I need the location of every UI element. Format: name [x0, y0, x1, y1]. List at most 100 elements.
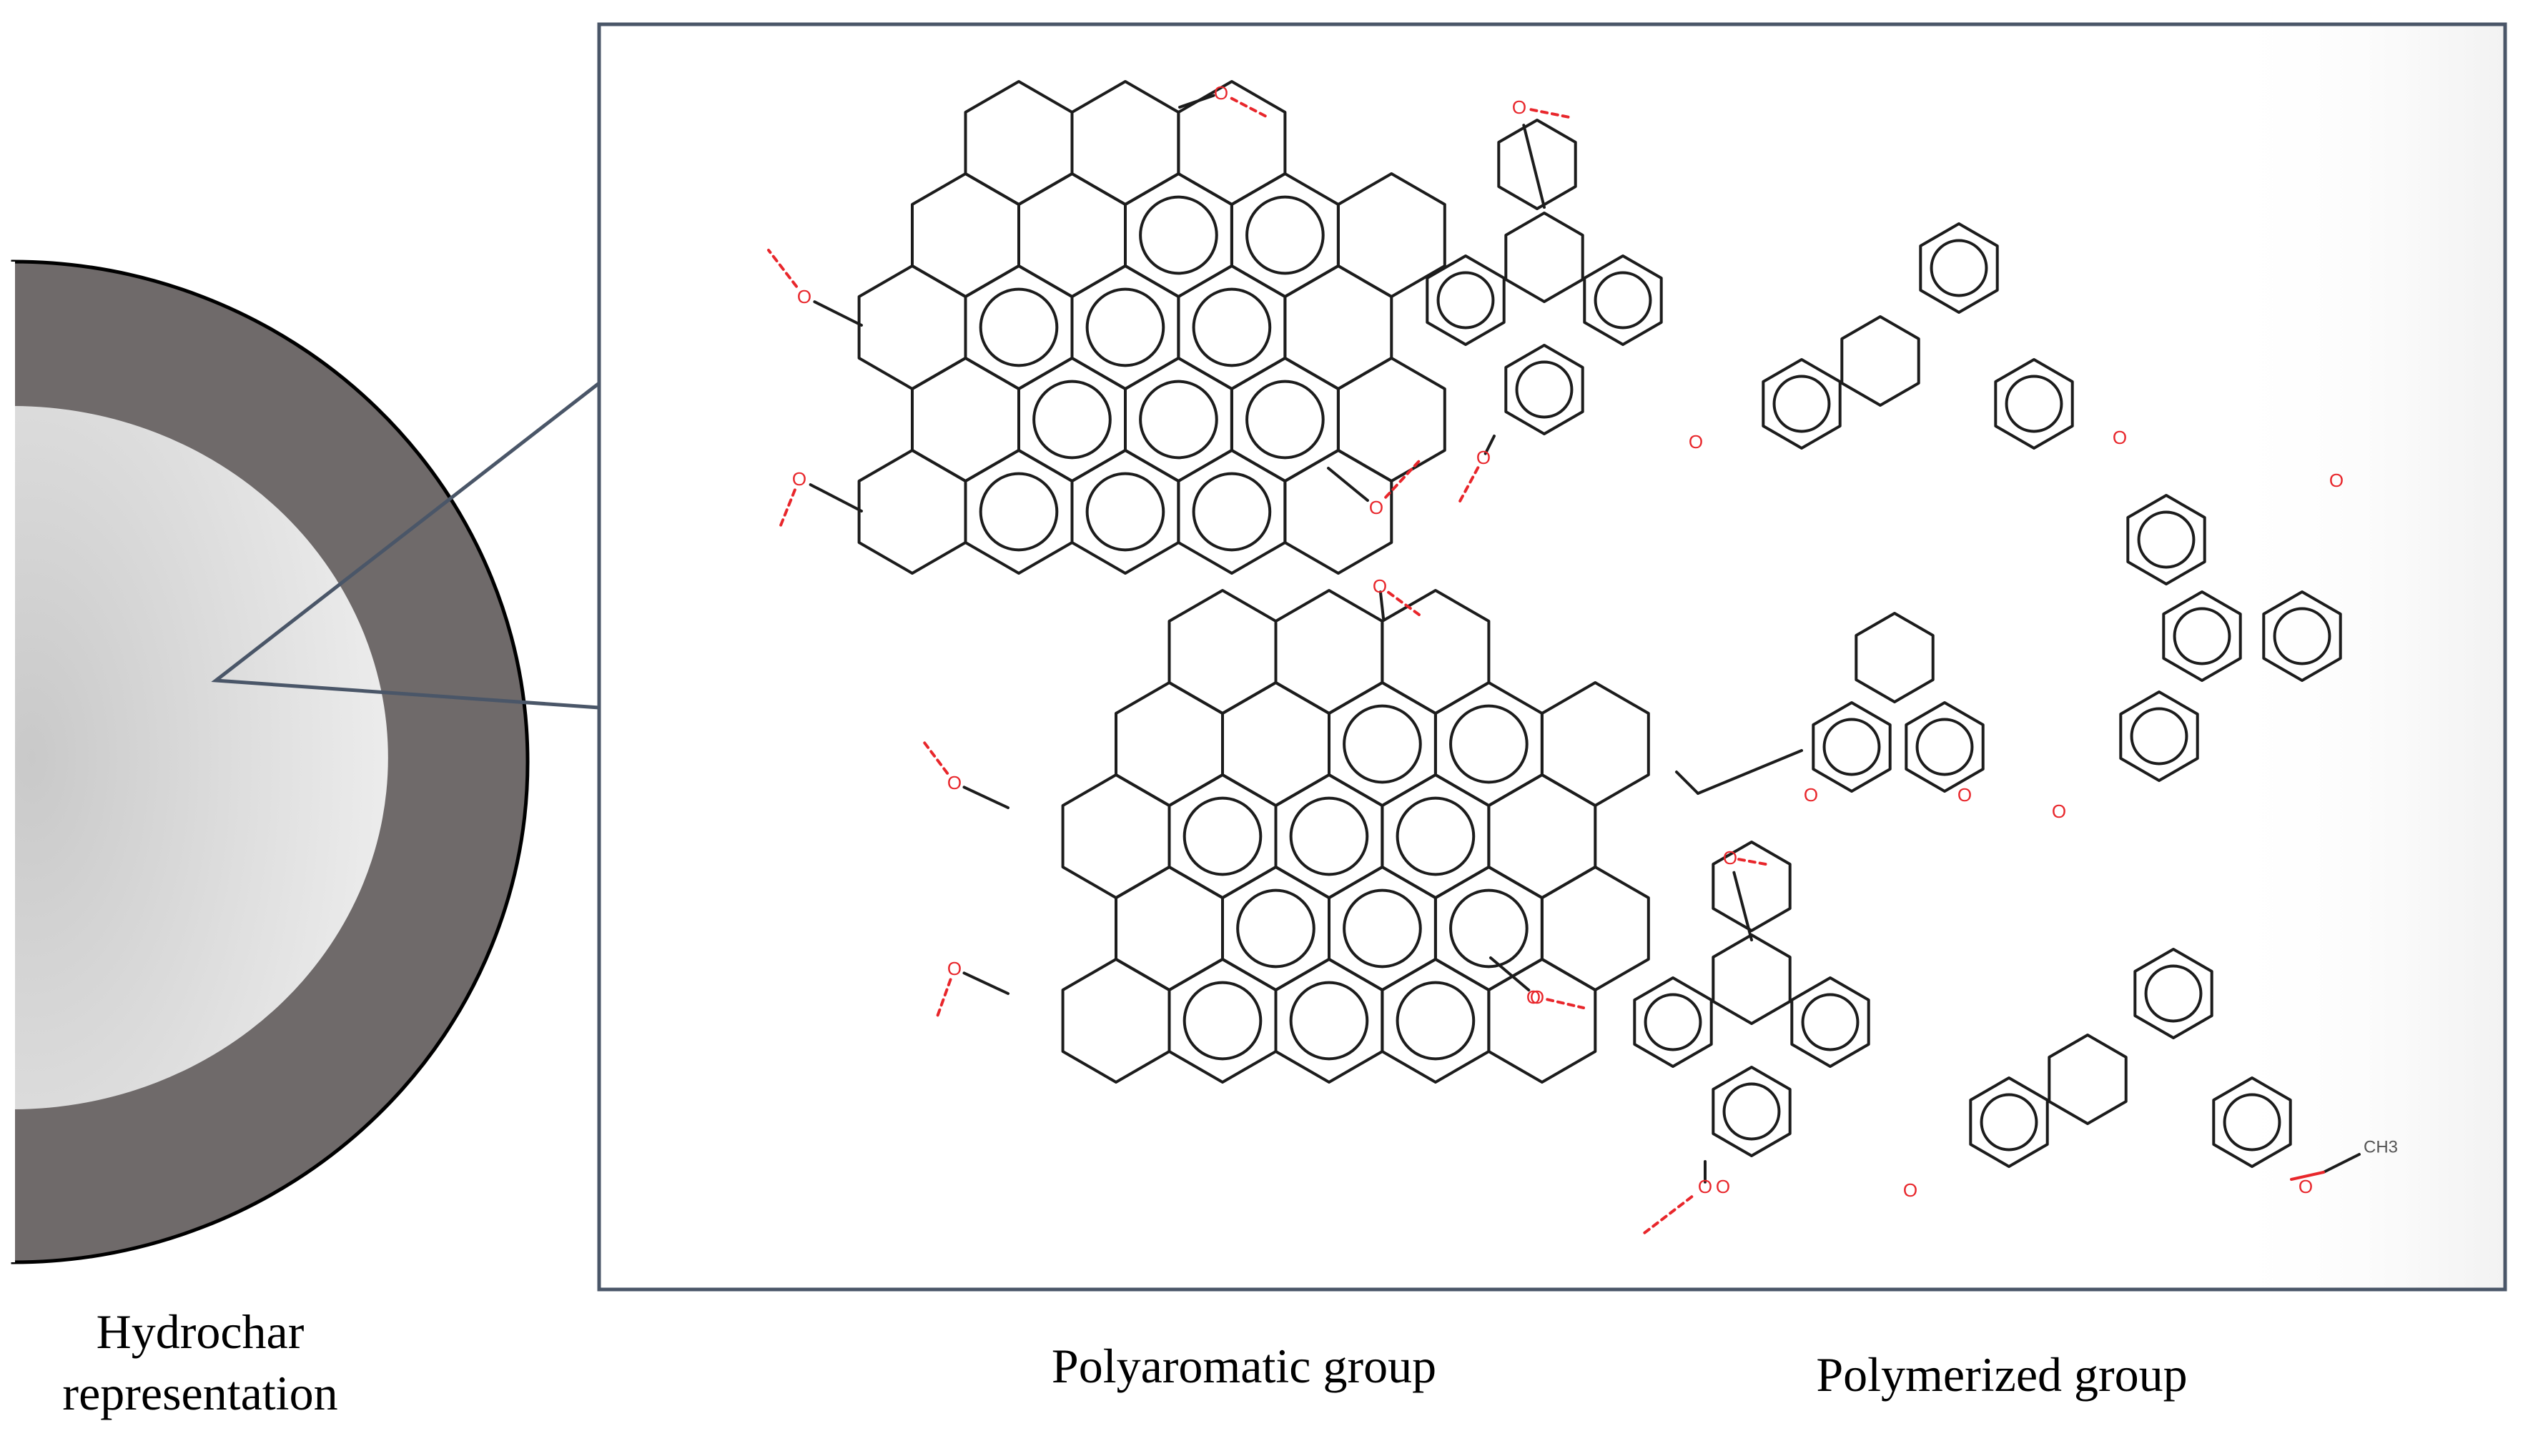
bond [962, 786, 1009, 809]
polymer-ring [1712, 933, 1792, 1025]
aromatic-ring-circle [1289, 796, 1369, 876]
oxygen-atom-label: O [1804, 784, 1818, 806]
hydrochar-particle [11, 259, 530, 1264]
aromatic-ring-circle [2223, 1093, 2281, 1152]
aromatic-ring-circle [1032, 380, 1112, 460]
oxygen-atom-label: O [1373, 575, 1387, 597]
oxygen-atom-label: O [2113, 427, 2127, 448]
magnified-frame-bg [599, 24, 2505, 1289]
dashed-bond [767, 249, 798, 288]
oxygen-atom-label: O [1214, 82, 1228, 104]
aromatic-ring-circle [1822, 718, 1881, 776]
polymer-ring [2162, 590, 2242, 682]
dashed-bond [1546, 998, 1585, 1009]
polymer-ring [1497, 119, 1577, 210]
aromatic-ring-circle [1396, 981, 1476, 1061]
oxygen-atom-label: O [1530, 986, 1544, 1008]
aromatic-ring-circle [2273, 607, 2331, 665]
polymer-ring [2212, 1076, 2292, 1168]
dashed-bond [1384, 460, 1421, 499]
aromatic-ring-circle [979, 287, 1059, 367]
aromatic-ring-circle [1801, 993, 1860, 1051]
oxygen-atom-label: O [2329, 470, 2344, 491]
bond [1178, 94, 1215, 109]
aromatic-ring-circle [1722, 1082, 1781, 1141]
polymerized-caption: Polymerized group [1816, 1347, 2188, 1402]
oxygen-atom-label: O [1903, 1179, 1917, 1201]
aromatic-ring-circle [1192, 472, 1272, 552]
aromatic-ring-circle [1192, 287, 1272, 367]
magnified-frame [597, 22, 2507, 1292]
polymer-ring [1969, 1076, 2049, 1168]
oxygen-atom-label: O [792, 468, 806, 490]
dashed-bond [1643, 1195, 1694, 1234]
polymer-ring [1504, 344, 1584, 435]
bond [2290, 1171, 2325, 1181]
polymer-ring [1762, 358, 1842, 450]
polymer-ring [2126, 494, 2206, 585]
aromatic-ring-circle [1930, 239, 1988, 297]
aromatic-ring-circle [1343, 704, 1422, 784]
dashed-bond [1529, 108, 1574, 119]
aromatic-ring-circle [1139, 380, 1218, 460]
bond [813, 300, 863, 327]
oxygen-atom-label: O [1689, 431, 1703, 452]
hydrochar-caption: Hydrochar representation [0, 1301, 400, 1424]
aromatic-ring-circle [979, 472, 1059, 552]
dashed-bond [1737, 858, 1771, 866]
aromatic-ring-circle [1515, 360, 1574, 419]
polymer-ring [2048, 1034, 2128, 1125]
polymer-ring [1712, 1066, 1792, 1157]
oxygen-atom-label: O [947, 958, 962, 979]
oxygen-atom-label: O [797, 286, 811, 307]
oxygen-atom-label: O [1476, 447, 1491, 468]
polymer-ring [1790, 976, 1870, 1068]
dashed-bond [935, 978, 952, 1020]
polymer-ring [2133, 948, 2213, 1039]
aromatic-ring-circle [1915, 718, 1974, 776]
bond [962, 971, 1009, 995]
oxygen-atom-label: O [1369, 497, 1383, 518]
aromatic-ring-circle [1085, 287, 1165, 367]
polymer-ring [1426, 254, 1506, 346]
polyaromatic-sheet-bottom-ring [1487, 958, 1597, 1084]
bond [1378, 590, 1385, 620]
polymer-ring [1712, 841, 1792, 932]
polyaromatic-sheet-top-ring [1283, 449, 1393, 575]
dashed-bond [1230, 96, 1270, 119]
oxygen-atom-label: O [947, 772, 962, 793]
oxygen-atom-label: O [1957, 784, 1972, 806]
aromatic-ring-circle [1182, 796, 1263, 876]
aromatic-ring-circle [2005, 375, 2063, 433]
methyl-label: CH3 [2364, 1138, 2398, 1157]
oxygen-atom-label: O [1698, 1176, 1712, 1197]
bond [1675, 771, 1699, 795]
dashed-bond [1387, 590, 1421, 616]
polymer-ring [1919, 222, 1999, 314]
bond [1697, 749, 1803, 795]
dashed-bond [1457, 466, 1480, 505]
bond [1522, 124, 1546, 209]
polymer-ring [1840, 315, 1920, 407]
bond [1327, 467, 1369, 502]
aromatic-ring-circle [1644, 993, 1702, 1051]
aromatic-ring-circle [1245, 195, 1325, 275]
polymer-ring [1633, 976, 1713, 1068]
polymer-ring [1855, 612, 1935, 703]
bond [2322, 1153, 2361, 1174]
aromatic-ring-circle [1343, 888, 1422, 969]
dashed-bond [778, 488, 796, 530]
bond [1489, 956, 1531, 992]
polymer-ring [1905, 701, 1985, 793]
polymer-ring [1994, 358, 2074, 450]
aromatic-ring-circle [1289, 981, 1369, 1061]
aromatic-ring-circle [2144, 964, 2203, 1023]
aromatic-ring-circle [1980, 1093, 2038, 1152]
aromatic-ring-circle [1085, 472, 1165, 552]
polymer-ring [1812, 701, 1892, 793]
aromatic-ring-circle [1594, 271, 1652, 330]
aromatic-ring-circle [1139, 195, 1218, 275]
polymer-ring [1504, 212, 1584, 303]
aromatic-ring-circle [1449, 888, 1529, 969]
hydrochar-caption-line2: representation [62, 1366, 338, 1420]
